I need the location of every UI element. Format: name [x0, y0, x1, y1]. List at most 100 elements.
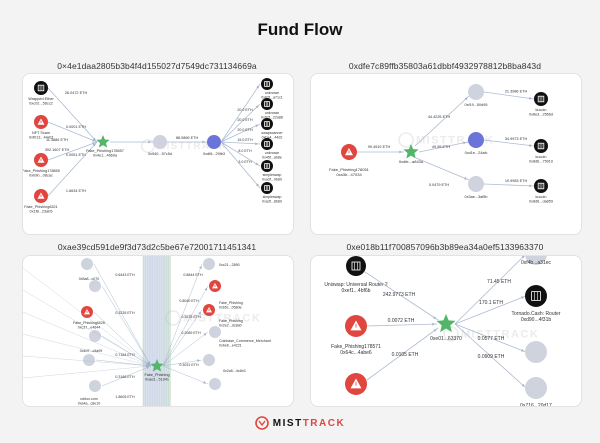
address-node [89, 330, 101, 342]
edge-label: 11.3886 ETH [46, 138, 68, 142]
edge-line [47, 141, 98, 161]
edge-label: 0.0072 ETH [388, 318, 415, 324]
entity-node [261, 98, 273, 110]
edge-line [454, 295, 527, 325]
edge-line [101, 365, 152, 387]
edge-arrow [92, 143, 96, 147]
watermark-icon [140, 138, 156, 154]
building-icon [264, 81, 270, 87]
edge-arrow [399, 150, 402, 154]
address-node [83, 354, 95, 366]
edge-label: 0.3031 ETH [179, 363, 199, 367]
entity-node [534, 92, 548, 106]
warning-icon-bar [214, 284, 216, 287]
entity-node [261, 160, 273, 172]
node-label: 0x540...57c5d [148, 152, 172, 156]
edge-arrow [521, 296, 525, 300]
edge-arrow [463, 141, 467, 145]
entity-node [525, 285, 547, 307]
page-title: Fund Flow [257, 20, 343, 39]
edge-label: 0.2089 ETH [181, 331, 201, 335]
edge-line [23, 365, 152, 379]
warning-icon-bar [355, 381, 357, 386]
hub-node [468, 132, 484, 148]
edge-line [93, 263, 152, 367]
building-icon [531, 291, 541, 301]
edge-label: 3.0 ETH [238, 160, 252, 164]
edge-line [93, 311, 152, 367]
edge-line [418, 141, 469, 153]
edge-line [483, 91, 535, 100]
warning-icon-bar [40, 158, 42, 162]
entity-node [261, 118, 273, 130]
panel-3-address: 0xae39cd591de9f3d73d2c5be67e720017114513… [57, 242, 257, 252]
edge-arrow [146, 365, 150, 368]
edge-arrow [203, 333, 207, 336]
edge-line [162, 359, 203, 367]
watermark-text: MISTTRACK [183, 313, 261, 325]
edge-arrow [204, 287, 208, 291]
edge-arrow [202, 140, 205, 144]
edge-arrow [92, 138, 96, 142]
edge-arrow [464, 176, 468, 180]
edge-label: 0.3168 ETH [115, 375, 135, 379]
panel-4-address: 0xe018b11f700857096b3b89ea34a0ef51339633… [346, 242, 544, 252]
edge-line [414, 95, 470, 147]
edge-label: 392.1607 ETH [45, 148, 70, 152]
edge-arrow [433, 329, 437, 332]
address-node [203, 354, 215, 366]
edge-line [366, 327, 439, 381]
edge-label: 88.0869 ETH [176, 136, 199, 140]
node-label: 0x5a8...c070 [79, 277, 100, 281]
edge-arrow [92, 137, 96, 141]
warning-icon-bar [348, 150, 350, 154]
panel-1-address: 0×4e1daa2805b3b4f4d155027d7549dc73113466… [57, 61, 257, 71]
edge-arrow [521, 383, 525, 387]
edge-line [454, 323, 527, 389]
edge-arrow [255, 183, 259, 187]
edge-line [23, 267, 152, 367]
address-node [203, 258, 215, 270]
edge-label: 26.0472 ETH [65, 91, 88, 95]
edge-line [162, 309, 203, 367]
edge-arrow [199, 265, 202, 269]
node-label: 0x716...20d17 [520, 403, 552, 406]
edge-label: 20.0 ETH [237, 128, 253, 132]
address-node [209, 378, 221, 390]
edge-arrow [529, 96, 533, 100]
node-label: 0x2a5...4c6b3 [223, 369, 246, 373]
edge-line [366, 323, 438, 327]
edge-label: 0.8040 ETH [179, 299, 199, 303]
panel-2-address: 0xdfe7c89ffb35803a61dbbf4932978812b8ba84… [348, 61, 542, 71]
warning-icon-bar [86, 310, 88, 313]
node-label: 0xf4b...a31ec [521, 260, 552, 266]
edge-arrow [92, 142, 96, 145]
edge-label: 44.4225 ETH [428, 115, 451, 119]
address-node [81, 258, 93, 270]
edge-line [23, 311, 152, 367]
building-icon [351, 261, 361, 271]
watermark-text: MISTTRACK [157, 141, 227, 152]
edge-line [95, 359, 152, 367]
building-icon [264, 141, 270, 147]
edge-line [364, 271, 439, 321]
edge-line [220, 141, 261, 167]
node-label: 0xd1e...24afc [465, 151, 488, 155]
edge-label: 99.4519 ETH [368, 145, 391, 149]
footer-logo: MISTTRACK [0, 414, 600, 432]
